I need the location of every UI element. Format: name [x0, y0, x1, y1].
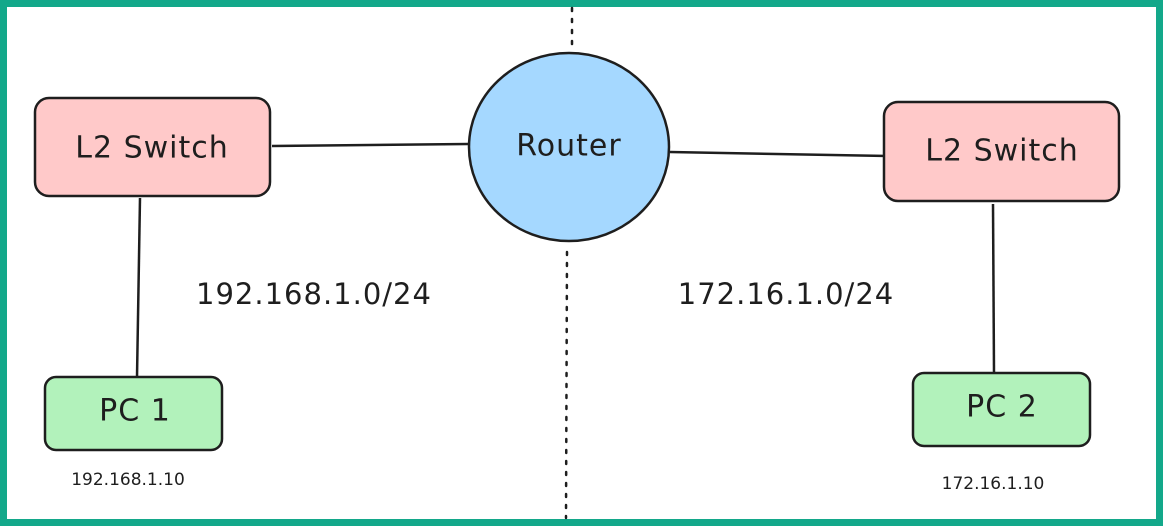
pc-left-label: PC 1	[99, 394, 171, 429]
pc-left-node[interactable]: PC 1	[43, 375, 224, 452]
switch-right-label: L2 Switch	[925, 134, 1079, 169]
pc-right-address: 172.16.1.10	[942, 474, 1045, 494]
pc-left-address: 192.168.1.10	[71, 470, 185, 490]
link-switch-left-pc1	[135, 197, 142, 378]
switch-left-node[interactable]: L2 Switch	[33, 96, 272, 198]
pc-right-label: PC 2	[966, 390, 1038, 425]
switch-right-node[interactable]: L2 Switch	[882, 100, 1121, 203]
divider-line-bottom	[564, 250, 569, 520]
switch-left-label: L2 Switch	[75, 131, 229, 166]
link-router-switch-right	[669, 150, 889, 158]
router-node[interactable]: Router	[467, 51, 671, 243]
subnet-right-label: 172.16.1.0/24	[678, 277, 894, 311]
router-label: Router	[516, 129, 621, 164]
pc-right-node[interactable]: PC 2	[911, 371, 1092, 448]
subnet-left-label: 192.168.1.0/24	[196, 277, 432, 311]
link-switch-left-router	[271, 142, 469, 148]
link-switch-right-pc2	[991, 203, 996, 374]
